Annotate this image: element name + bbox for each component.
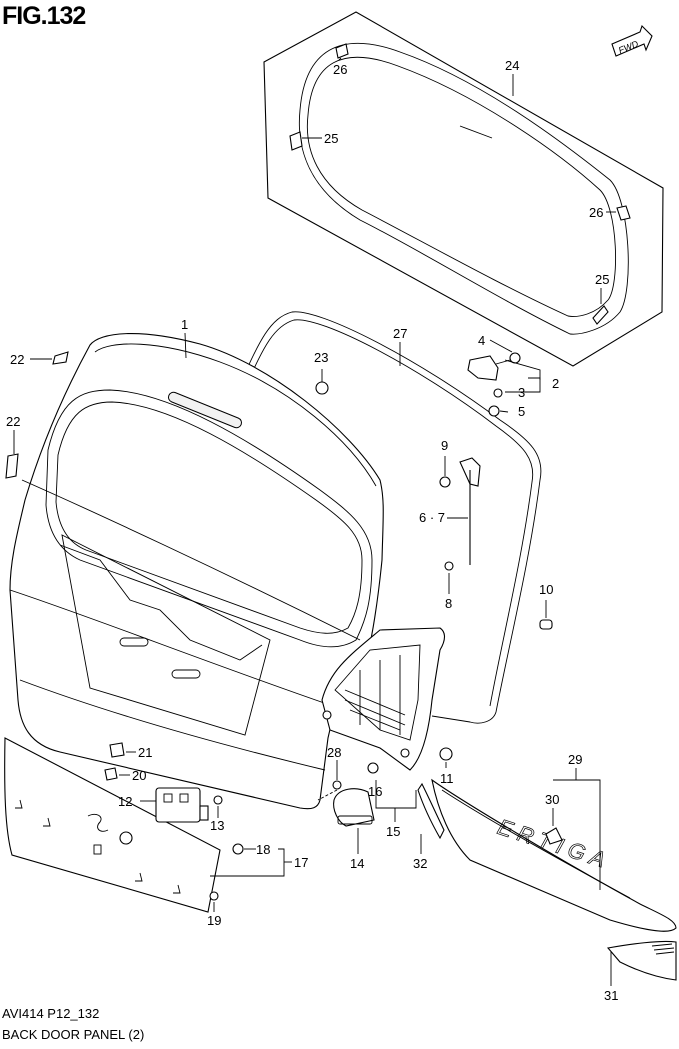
bumper-10-icon	[539, 619, 553, 630]
callout-28: 28	[327, 745, 341, 760]
bolt-9-icon	[439, 476, 451, 488]
fwd-arrow-icon: FWD	[611, 24, 653, 57]
bolt-8-icon	[444, 561, 454, 571]
callout-6-7: 6 · 7	[419, 510, 445, 525]
callout-13: 13	[210, 818, 224, 833]
spacer-25b-icon	[592, 305, 609, 325]
clip-30-icon	[545, 827, 563, 845]
weatherstrip[interactable]	[239, 311, 542, 724]
screw-18-icon	[232, 843, 244, 855]
spacer-26b-icon	[616, 205, 631, 221]
callout-22a: 22	[10, 352, 24, 367]
trim-panel[interactable]	[321, 627, 446, 771]
callout-25a: 25	[324, 131, 338, 146]
callout-27: 27	[393, 326, 407, 341]
callout-19: 19	[207, 913, 221, 928]
spacer-25a-icon	[289, 131, 303, 151]
callout-14: 14	[350, 856, 364, 871]
cover-22b-icon	[5, 453, 19, 479]
garnish-cover[interactable]	[606, 940, 677, 981]
license-lamp[interactable]	[333, 788, 375, 827]
grommet-28-icon	[332, 780, 342, 790]
callout-9: 9	[441, 438, 448, 453]
callout-31: 31	[604, 988, 618, 1003]
gas-strut[interactable]	[459, 457, 481, 565]
callout-26b: 26	[589, 205, 603, 220]
callout-1: 1	[181, 317, 188, 332]
figure-caption: BACK DOOR PANEL (2)	[2, 1027, 145, 1042]
callout-3: 3	[518, 385, 525, 400]
pad-20-icon	[104, 767, 118, 781]
callout-12: 12	[118, 794, 132, 809]
callout-25b: 25	[595, 272, 609, 287]
callout-2: 2	[552, 376, 559, 391]
leader-lines	[13, 57, 616, 986]
screw-19-icon	[209, 891, 219, 901]
seal-strip[interactable]	[417, 782, 445, 840]
garnish-panel[interactable]	[4, 737, 221, 913]
spacer-26a-icon	[335, 43, 349, 59]
figure-title: FIG.132	[2, 2, 86, 30]
door-hinge[interactable]	[467, 352, 521, 381]
callout-5: 5	[518, 404, 525, 419]
callout-26a: 26	[333, 62, 347, 77]
cover-22a-icon	[52, 351, 69, 365]
screw-13-icon	[213, 795, 223, 805]
back-door-panel[interactable]	[9, 332, 384, 810]
callout-18: 18	[256, 842, 270, 857]
bumper-23-icon	[315, 381, 329, 395]
callout-4: 4	[478, 333, 485, 348]
callout-16: 16	[368, 784, 382, 799]
callout-23: 23	[314, 350, 328, 365]
callout-30: 30	[545, 792, 559, 807]
callout-21: 21	[138, 745, 152, 760]
callout-22b: 22	[6, 414, 20, 429]
callout-8: 8	[445, 596, 452, 611]
callout-15: 15	[386, 824, 400, 839]
callout-10: 10	[539, 582, 553, 597]
callout-29: 29	[568, 752, 582, 767]
callout-24: 24	[505, 58, 519, 73]
reference-code: AVI414 P12_132	[2, 1006, 100, 1021]
clip-16-icon	[367, 762, 379, 774]
nut-5-icon	[488, 405, 500, 417]
nut-11-icon	[439, 747, 453, 761]
nut-3-icon	[493, 388, 503, 398]
door-latch[interactable]	[155, 787, 209, 823]
pad-21-icon	[109, 742, 125, 758]
back-window-glass[interactable]	[263, 11, 664, 367]
callout-11: 11	[440, 771, 454, 786]
callout-17: 17	[294, 855, 308, 870]
callout-20: 20	[132, 768, 146, 783]
callout-labels: 1 2 3 4 5 6 · 7 8 9 10 11 12 13 14 15 16…	[6, 58, 618, 1003]
callout-32: 32	[413, 856, 427, 871]
